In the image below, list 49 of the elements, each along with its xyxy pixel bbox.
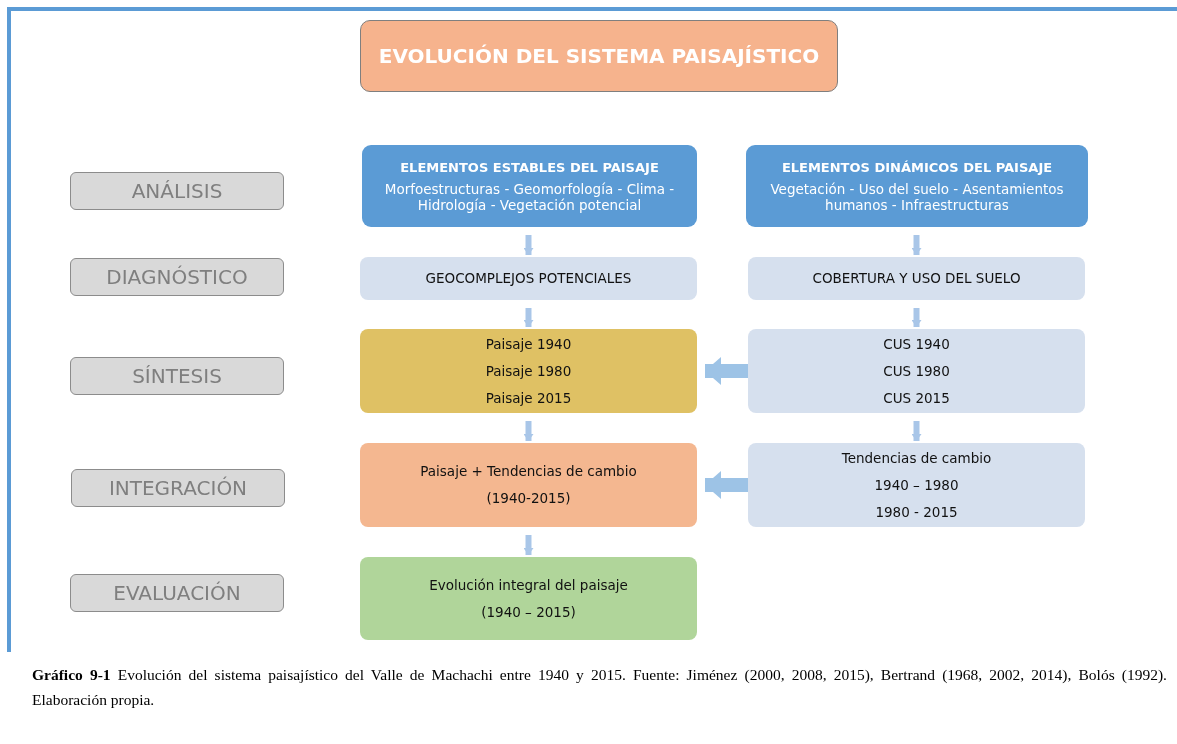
process-box bbox=[360, 257, 697, 300]
box-text: (1940 – 2015) bbox=[481, 602, 576, 622]
process-box bbox=[748, 257, 1085, 300]
block-arrow bbox=[705, 357, 748, 385]
stage-label-box bbox=[70, 357, 284, 395]
arrow bbox=[523, 421, 534, 441]
box-text: Paisaje + Tendencias de cambio bbox=[420, 462, 637, 481]
box-heading: ELEMENTOS ESTABLES DEL PAISAJE bbox=[400, 159, 659, 175]
arrow bbox=[523, 308, 534, 327]
box-text: 1940 – 1980 bbox=[874, 475, 959, 495]
box-text: Paisaje 1980 bbox=[485, 361, 572, 381]
result-box bbox=[360, 557, 697, 640]
arrow bbox=[911, 308, 922, 327]
box-text: EVALUACIÓN bbox=[113, 581, 241, 605]
stage-label-box bbox=[71, 469, 285, 507]
box-text: GEOCOMPLEJOS POTENCIALES bbox=[425, 269, 632, 288]
elements-box bbox=[746, 145, 1088, 227]
box-text: CUS 1940 bbox=[883, 334, 950, 354]
box-text: COBERTURA Y USO DEL SUELO bbox=[812, 269, 1021, 288]
box-text: CUS 1980 bbox=[883, 361, 950, 381]
box-text: Paisaje 1940 bbox=[485, 334, 572, 354]
block-arrow bbox=[705, 471, 748, 499]
box-text: Tendencias de cambio bbox=[841, 448, 992, 468]
arrow bbox=[911, 235, 922, 255]
box-text: Evolución integral del paisaje bbox=[429, 575, 628, 595]
process-box bbox=[360, 329, 697, 413]
title-box: EVOLUCIÓN DEL SISTEMA PAISAJÍSTICO bbox=[360, 20, 838, 92]
arrow bbox=[523, 535, 534, 555]
box-text: INTEGRACIÓN bbox=[108, 476, 248, 500]
arrow bbox=[911, 421, 922, 441]
process-box bbox=[360, 443, 697, 527]
box-text: Paisaje 2015 bbox=[485, 388, 572, 408]
box-heading: ELEMENTOS DINÁMICOS DEL PAISAJE bbox=[781, 159, 1053, 175]
figure-caption: Gráfico 9-1 Evolución del sistema paisajístico del Valle de Machachi entre 1940 y 2015. Fuente: Jiménez (2000, 2008, 2015), Bertrand (1968, 2002, 2014), Bolós (1992). Elaboración propia. bbox=[32, 665, 1167, 710]
box-text: Vegetación - Uso del suelo - Asentamientos humanos - Infraestructuras bbox=[769, 180, 1065, 213]
box-text: DIAGNÓSTICO bbox=[106, 265, 248, 289]
process-box bbox=[748, 443, 1085, 527]
stage-label-box bbox=[70, 258, 284, 296]
box-text: ANÁLISIS bbox=[131, 179, 223, 203]
stage-label-box bbox=[70, 172, 284, 210]
stage-label-box bbox=[70, 574, 284, 612]
arrow bbox=[523, 235, 534, 255]
box-text: SÍNTESIS bbox=[132, 364, 222, 388]
box-text: CUS 2015 bbox=[883, 388, 950, 408]
process-box bbox=[748, 329, 1085, 413]
elements-box bbox=[362, 145, 697, 227]
box-text: 1980 - 2015 bbox=[875, 502, 958, 522]
box-text: (1940-2015) bbox=[486, 489, 571, 508]
box-text: Morfoestructuras - Geomorfología - Clima - Hidrología - Vegetación potencial bbox=[383, 180, 676, 213]
